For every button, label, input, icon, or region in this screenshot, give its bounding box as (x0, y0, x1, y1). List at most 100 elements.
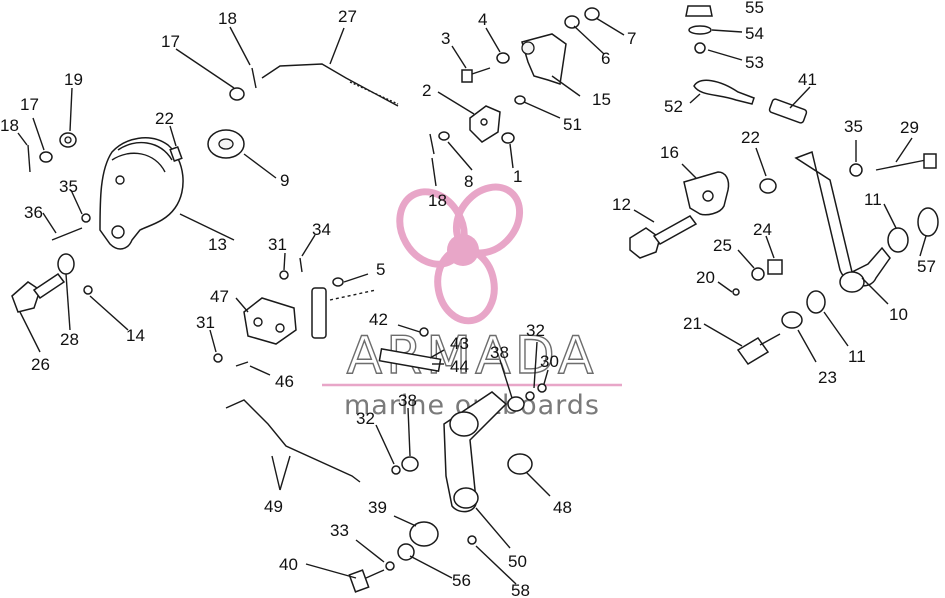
lever-arm-10 (794, 150, 891, 293)
callout-16: 16 (660, 143, 679, 162)
callout-46: 46 (275, 372, 294, 391)
washer-23 (781, 311, 803, 329)
nut-17-top (229, 87, 245, 101)
bolt-29 (875, 153, 937, 171)
callout-14: 14 (126, 326, 145, 345)
callout-40: 40 (279, 555, 298, 574)
callout-43: 43 (450, 334, 469, 353)
shoulder-bolt-21 (736, 333, 781, 365)
callout-38-right: 38 (490, 343, 509, 362)
cap-55 (685, 5, 713, 17)
callout-55: 55 (745, 0, 764, 17)
bushing-38-left (401, 456, 419, 472)
callout-18-top: 18 (218, 9, 237, 28)
washer-48 (507, 453, 533, 475)
nut-35-left (81, 213, 91, 223)
callout-53: 53 (745, 53, 764, 72)
callout-12: 12 (612, 195, 631, 214)
callout-22-left: 22 (155, 109, 174, 128)
callout-27: 27 (338, 7, 357, 26)
callout-44: 44 (450, 357, 469, 376)
callout-30: 30 (540, 352, 559, 371)
callout-50: 50 (508, 552, 527, 571)
callout-33: 33 (330, 521, 349, 540)
callout-3: 3 (441, 29, 450, 48)
callout-39: 39 (368, 498, 387, 517)
leader-lines (17, 17, 927, 585)
link-arm-52 (693, 79, 755, 105)
nut-1 (501, 132, 515, 144)
bushing-11-top (887, 227, 909, 253)
callout-32-right: 32 (526, 321, 545, 340)
nut-20 (732, 288, 740, 296)
callout-49: 49 (264, 497, 283, 516)
callout-25: 25 (713, 236, 732, 255)
screw-53 (694, 42, 706, 54)
washer-54 (688, 25, 712, 35)
callout-11-top: 11 (864, 190, 882, 209)
bushing-11-bottom (806, 290, 826, 314)
callout-58: 58 (511, 581, 530, 598)
callout-54: 54 (745, 24, 764, 43)
washer-32-right (525, 391, 535, 401)
callout-56: 56 (452, 571, 471, 590)
callout-18-mid: 18 (428, 191, 447, 210)
roller-22 (759, 178, 777, 194)
callout-17-left: 17 (20, 95, 39, 114)
washer-7 (584, 7, 600, 21)
callout-20: 20 (696, 268, 715, 287)
callout-38-left: 38 (398, 391, 417, 410)
callout-28: 28 (60, 330, 79, 349)
callout-18-left: 18 (0, 116, 19, 135)
callout-2: 2 (422, 81, 431, 100)
cotter-pin-18-left (27, 144, 31, 173)
callout-36: 36 (24, 203, 43, 222)
callout-9: 9 (280, 171, 289, 190)
callout-34: 34 (312, 220, 331, 239)
pin-34 (299, 257, 303, 273)
callout-19: 19 (64, 70, 83, 89)
shift-lever-50 (443, 391, 508, 513)
callout-35-left: 35 (59, 177, 78, 196)
screw-46 (235, 361, 249, 367)
washer-57 (917, 207, 939, 237)
swivel-block-47 (243, 297, 297, 345)
washer-28 (57, 253, 75, 275)
callout-48: 48 (553, 498, 572, 517)
callout-5: 5 (376, 260, 385, 279)
callout-6: 6 (601, 49, 610, 68)
nut-17-left (39, 151, 53, 163)
washer-51 (514, 95, 526, 105)
watermark-propeller-logo (396, 183, 524, 325)
callout-17-top: 17 (161, 32, 180, 51)
spring-41 (768, 98, 808, 124)
callout-31-bottom: 31 (196, 313, 215, 332)
callout-11-bottom: 11 (848, 347, 866, 366)
callout-42: 42 (369, 310, 388, 329)
nut-30 (537, 383, 547, 393)
washer-32-left (391, 465, 401, 475)
callout-47: 47 (210, 287, 229, 306)
bushing-39 (409, 521, 439, 547)
nut-31-top (279, 270, 289, 280)
nut-35-right (849, 163, 863, 177)
bolt-3 (461, 67, 491, 83)
plate-43 (378, 348, 442, 372)
callout-57: 57 (917, 257, 936, 276)
throttle-link-rod-27 (261, 63, 399, 107)
callout-51: 51 (563, 115, 582, 134)
washer-9 (207, 129, 245, 159)
callout-10: 10 (889, 305, 908, 324)
screw-36 (51, 227, 83, 241)
cam-16 (683, 171, 730, 216)
nut-5 (332, 277, 344, 287)
screw-58 (467, 535, 477, 545)
bolt-12 (629, 215, 698, 259)
callout-1: 1 (513, 167, 522, 186)
callout-22-right: 22 (741, 128, 760, 147)
callout-35-right: 35 (844, 117, 863, 136)
callout-8: 8 (464, 172, 473, 191)
